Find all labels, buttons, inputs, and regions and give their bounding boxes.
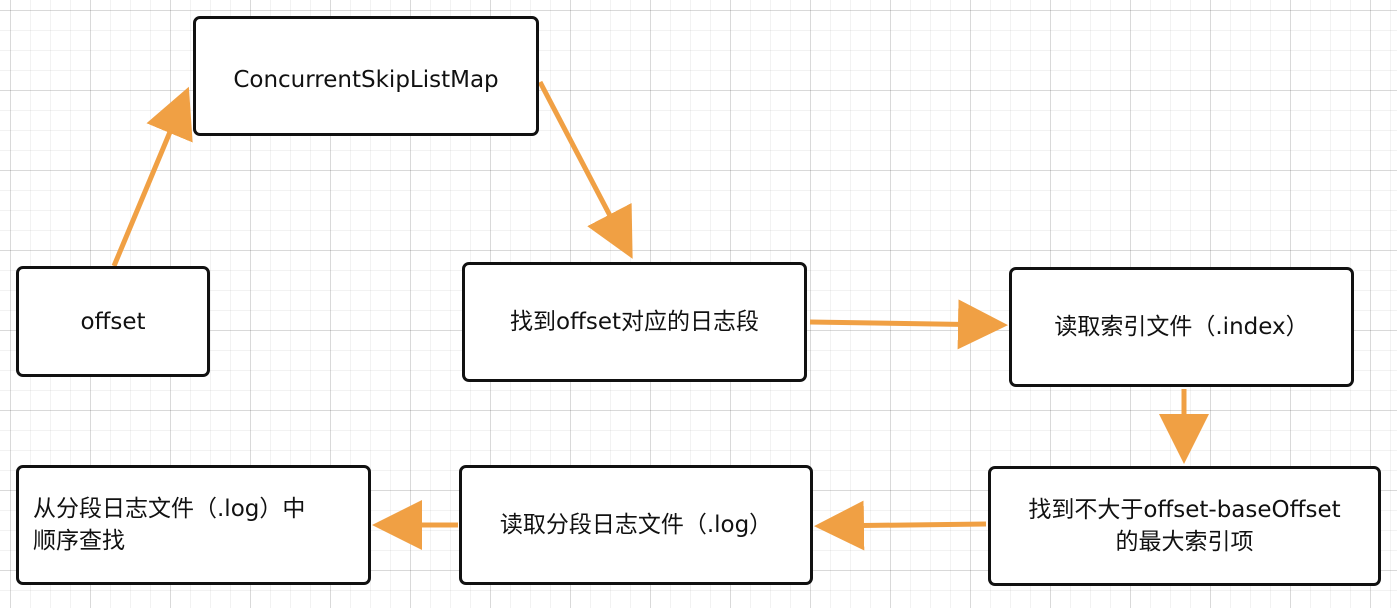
node-skiplist-label: ConcurrentSkipListMap xyxy=(233,67,499,93)
node-offset: offset xyxy=(16,266,210,377)
node-offset-label: offset xyxy=(80,308,146,335)
node-sequential-search-text: 从分段日志文件（.log）中 顺序查找 xyxy=(33,493,305,557)
node-find-segment-label: 找到offset对应的日志段 xyxy=(509,309,760,335)
edge-find-max-index-to-read-log xyxy=(814,500,987,551)
edge-skiplist-to-find-segment xyxy=(537,80,633,259)
node-find-max-index-line1: 找到不大于offset-baseOffset xyxy=(1028,497,1341,523)
node-find-max-index-entry: 找到不大于offset-baseOffset 的最大索引项 xyxy=(988,466,1381,586)
node-sequential-search: 从分段日志文件（.log）中 顺序查找 xyxy=(16,465,371,585)
edge-offset-to-skiplist xyxy=(111,86,193,267)
node-sequential-search-line1: 从分段日志文件（.log）中 xyxy=(33,496,306,522)
node-find-max-index-line2: 的最大索引项 xyxy=(1115,529,1254,555)
node-find-max-index-text: 找到不大于offset-baseOffset 的最大索引项 xyxy=(1028,494,1340,558)
node-read-index-label: 读取索引文件（.index） xyxy=(1054,314,1309,340)
node-find-log-segment: 找到offset对应的日志段 xyxy=(462,262,807,382)
node-read-log-label: 读取分段日志文件（.log） xyxy=(499,512,773,538)
node-read-log-file: 读取分段日志文件（.log） xyxy=(459,465,813,585)
edge-find-segment-to-read-index xyxy=(809,299,1008,350)
node-concurrent-skip-list-map: ConcurrentSkipListMap xyxy=(193,16,539,136)
node-sequential-search-line2: 顺序查找 xyxy=(33,528,125,554)
node-read-index-file: 读取索引文件（.index） xyxy=(1009,267,1354,387)
